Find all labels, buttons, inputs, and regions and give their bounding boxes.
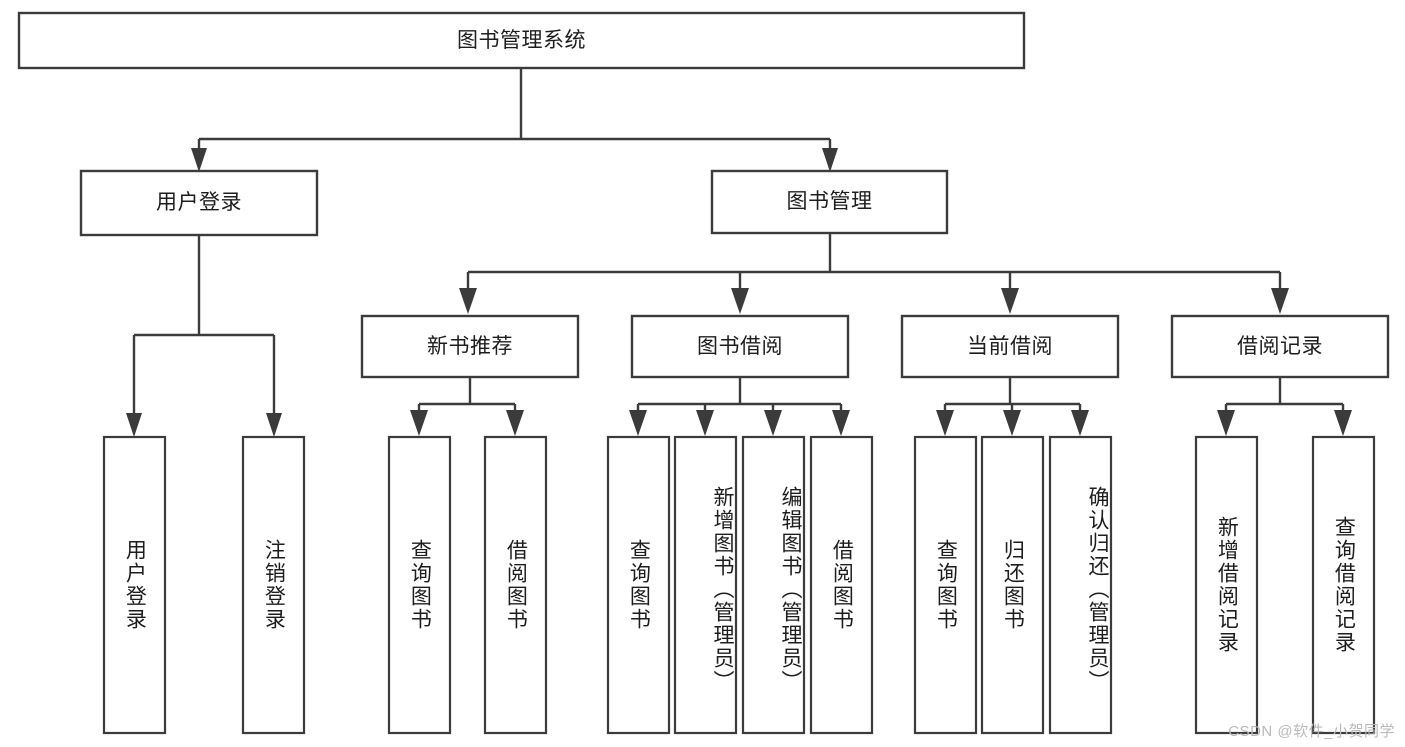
node-box-current-borrow[interactable] bbox=[900, 314, 1120, 379]
node-box-leaf-book-borrow-3[interactable] bbox=[741, 435, 806, 735]
node-box-leaf-current-borrow-2[interactable] bbox=[980, 435, 1045, 735]
arrow-current-borrow-child-3 bbox=[1071, 410, 1089, 436]
arrow-user-login-child-1 bbox=[126, 413, 142, 437]
node-box-leaf-book-borrow-2[interactable] bbox=[673, 435, 738, 735]
arrow-book-mgmt-child-4 bbox=[1271, 288, 1289, 314]
connector-group-borrow-record bbox=[1217, 377, 1352, 436]
node-box-new-book-recommend[interactable] bbox=[360, 314, 580, 379]
node-box-leaf-borrow-record-2[interactable] bbox=[1311, 435, 1376, 735]
arrow-book-mgmt-child-3 bbox=[1001, 288, 1019, 314]
arrow-new-book-child-2 bbox=[506, 410, 524, 436]
connector-group-current-borrow bbox=[936, 377, 1089, 436]
arrow-book-borrow-child-3 bbox=[764, 410, 782, 436]
arrow-root-to-user-login bbox=[191, 148, 207, 172]
connector-group-book-borrow bbox=[629, 377, 850, 436]
arrow-book-mgmt-child-1 bbox=[459, 288, 477, 314]
arrow-current-borrow-child-1 bbox=[936, 410, 954, 436]
node-box-leaf-new-book-2[interactable] bbox=[483, 435, 548, 735]
arrow-new-book-child-1 bbox=[410, 410, 428, 436]
arrow-book-borrow-child-2 bbox=[696, 410, 714, 436]
node-box-leaf-book-borrow-1[interactable] bbox=[606, 435, 671, 735]
node-box-leaf-user-login-1[interactable] bbox=[102, 435, 167, 735]
node-box-user-login[interactable] bbox=[79, 169, 319, 237]
connector-group-book-mgmt bbox=[459, 233, 1289, 314]
arrow-book-borrow-child-1 bbox=[629, 410, 647, 436]
watermark-text: CSDN @软件_小贺同学 bbox=[1228, 723, 1395, 740]
arrow-user-login-child-2 bbox=[266, 413, 282, 437]
node-box-leaf-user-login-2[interactable] bbox=[241, 435, 306, 735]
arrow-book-mgmt-child-2 bbox=[731, 288, 749, 314]
node-box-book-borrow[interactable] bbox=[630, 314, 850, 379]
node-box-leaf-borrow-record-1[interactable] bbox=[1194, 435, 1259, 735]
arrow-current-borrow-child-2 bbox=[1003, 410, 1021, 436]
arrow-borrow-record-child-1 bbox=[1217, 410, 1235, 436]
node-box-leaf-book-borrow-4[interactable] bbox=[809, 435, 874, 735]
arrow-borrow-record-child-2 bbox=[1334, 410, 1352, 436]
connector-group-root bbox=[191, 68, 838, 172]
node-box-borrow-record[interactable] bbox=[1170, 314, 1390, 379]
connector-group-user-login bbox=[126, 235, 282, 437]
connector-group-new-book bbox=[410, 377, 524, 436]
node-box-leaf-current-borrow-1[interactable] bbox=[913, 435, 978, 735]
arrow-root-to-book-mgmt bbox=[822, 148, 838, 172]
node-box-book-management[interactable] bbox=[710, 169, 949, 235]
arrow-book-borrow-child-4 bbox=[832, 410, 850, 436]
node-box-leaf-new-book-1[interactable] bbox=[387, 435, 452, 735]
node-box-root[interactable] bbox=[17, 11, 1026, 70]
node-box-leaf-current-borrow-3[interactable] bbox=[1048, 435, 1113, 735]
